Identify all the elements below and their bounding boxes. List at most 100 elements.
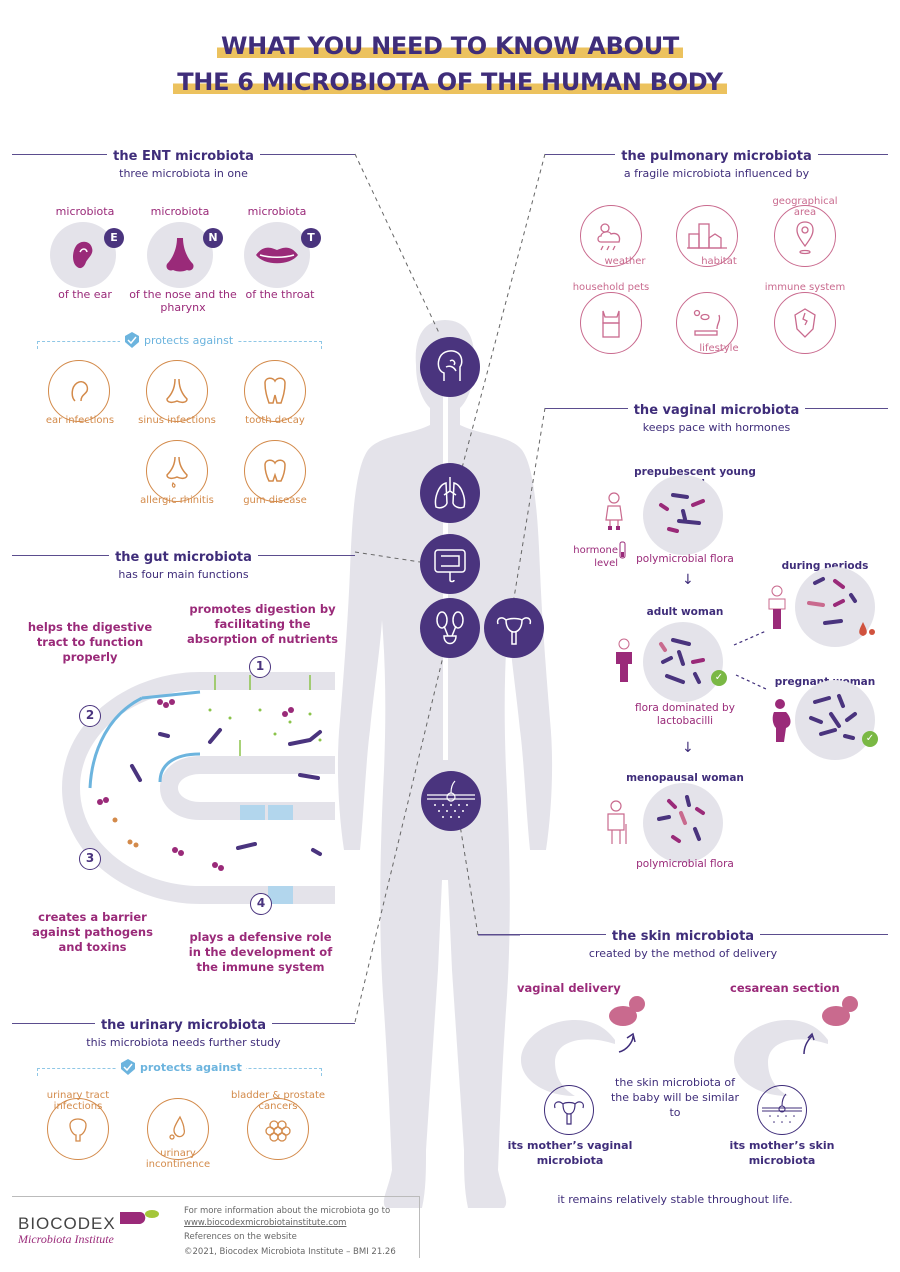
intestine-organ-icon[interactable] <box>420 534 480 594</box>
ent-throat-circle <box>244 222 310 288</box>
footer-refs: References on the website <box>184 1232 297 1242</box>
gut-header: the gut microbiota has four main functio… <box>12 546 355 581</box>
cesarean-birth-illustration <box>734 996 858 1096</box>
bacterium <box>671 493 689 499</box>
ent-nose-badge: N <box>203 228 223 248</box>
skin-subtitle: created by the method of delivery <box>588 947 778 960</box>
ent-throat-badge: T <box>301 228 321 248</box>
bacterium <box>667 527 679 533</box>
gut-function-4-text: plays a defensive role in the developmen… <box>188 930 333 974</box>
stage-pregnant-circle <box>795 680 875 760</box>
ent-protect-ear-infections <box>48 360 110 422</box>
gum-disease-icon <box>264 459 286 482</box>
ent-title: the ENT microbiota <box>107 149 260 164</box>
ent-protect-sinus-label: sinus infections <box>138 415 216 426</box>
bacterium <box>809 716 823 724</box>
drop-icon <box>169 1115 186 1140</box>
adult-check-icon: ✓ <box>711 670 727 686</box>
blood-drops-icon <box>859 622 875 636</box>
bacterium <box>685 795 691 807</box>
ent-nose-circle <box>147 222 213 288</box>
skin-microbiota-icon <box>757 1085 807 1135</box>
stage-menopausal-circle <box>643 783 723 863</box>
runny-nose-icon <box>166 456 188 488</box>
pulmonary-subtitle: a fragile microbiota influenced by <box>623 167 810 180</box>
bacterium <box>849 593 857 603</box>
ent-protect-tooth-decay <box>244 360 306 422</box>
ent-protect-ear-label: ear infections <box>45 415 115 426</box>
footer-link[interactable]: www.biocodexmicrobiotainstitute.com <box>184 1218 347 1228</box>
urinary-protect-incontinence <box>147 1098 209 1160</box>
bacterium <box>833 579 845 589</box>
gut-diagram <box>62 672 335 904</box>
cesarean-section-label: cesarean section <box>730 981 840 995</box>
urinary-incontinence-label: urinary incontinence <box>145 1148 211 1170</box>
bacterium <box>845 712 857 722</box>
baby-icon <box>822 996 858 1026</box>
bacterium <box>679 811 687 825</box>
bacteria-icon <box>657 795 705 843</box>
urinary-tract-label: urinary tract infections <box>46 1090 110 1112</box>
ent-throat-top-label: microbiota <box>247 205 307 218</box>
urinary-organ-icon[interactable] <box>420 598 480 658</box>
location-pin-icon <box>796 221 814 255</box>
ear-infection-icon <box>71 380 89 402</box>
shield-check-icon <box>125 332 139 348</box>
pulmonary-factor-household-pets <box>580 292 642 354</box>
pulmonary-factor-geographical-area <box>774 205 836 267</box>
elderly-woman-figure-icon <box>607 800 627 844</box>
bacterium <box>681 509 687 521</box>
lungs-organ-icon[interactable] <box>420 463 480 523</box>
bacteria-icon <box>807 577 857 625</box>
ent-ear-top-label: microbiota <box>55 205 115 218</box>
pregnant-check-icon: ✓ <box>862 731 878 747</box>
bacterium <box>659 503 669 511</box>
urinary-protect-tract-infections <box>47 1098 109 1160</box>
hormone-level-label: hormone level <box>573 545 618 569</box>
bacterium <box>671 835 681 843</box>
nose-icon <box>166 238 194 272</box>
stage-menopausal-flora: polymicrobial flora <box>636 858 734 870</box>
ent-protects-label: protects against <box>120 331 238 349</box>
skin-organ-icon[interactable] <box>421 771 481 831</box>
pulmonary-habitat-label: habitat <box>701 256 737 267</box>
vaginal-microbiota-icon <box>544 1085 594 1135</box>
vaginal-subtitle: keeps pace with hormones <box>642 421 791 434</box>
bacterium <box>661 656 673 664</box>
arrow-down-icon: ↓ <box>682 572 694 588</box>
bacterium <box>695 807 705 815</box>
stage-prepubescent-flora: polymicrobial flora <box>636 553 734 565</box>
cell-cluster-icon <box>265 1120 291 1142</box>
buildings-icon <box>687 223 727 249</box>
bacterium <box>677 650 685 666</box>
urinary-header: the urinary microbiota this microbiota n… <box>12 1014 355 1049</box>
bacterium <box>667 799 677 809</box>
uterus-organ-icon[interactable] <box>484 598 544 658</box>
skin-footnote: it remains relatively stable throughout … <box>557 1193 793 1206</box>
pregnant-figure-icon <box>772 699 791 742</box>
bacterium <box>677 519 701 525</box>
shield-icon <box>794 308 816 338</box>
footer-divider-v <box>419 1196 420 1258</box>
bladder-icon <box>69 1118 87 1142</box>
title-line-2: THE 6 MICROBIOTA OF THE HUMAN BODY <box>0 68 900 96</box>
girl-figure-icon <box>605 492 626 559</box>
stage-menopausal-label: menopausal woman <box>626 772 744 784</box>
ent-nose-top-label: microbiota <box>150 205 210 218</box>
head-organ-icon[interactable] <box>420 337 480 397</box>
bacterium <box>693 827 701 841</box>
bacteria-icon <box>659 493 705 533</box>
pulmonary-header: the pulmonary microbiota a fragile micro… <box>545 145 888 180</box>
ent-subtitle: three microbiota in one <box>119 167 248 180</box>
biocodex-logo[interactable]: BIOCODEX Microbiota Institute <box>18 1210 159 1247</box>
urinary-protect-cancers <box>247 1098 309 1160</box>
uterus-icon <box>554 1101 584 1125</box>
ent-ear-circle <box>50 222 116 288</box>
sinus-icon <box>166 378 188 404</box>
pulmonary-immune-label: immune system <box>764 282 846 293</box>
pulmonary-pets-label: household pets <box>572 282 650 293</box>
bacterium <box>691 499 705 507</box>
bacterium <box>829 712 841 728</box>
gut-function-2-text: helps the digestive tract to function pr… <box>27 620 153 664</box>
bacterium <box>823 619 843 625</box>
